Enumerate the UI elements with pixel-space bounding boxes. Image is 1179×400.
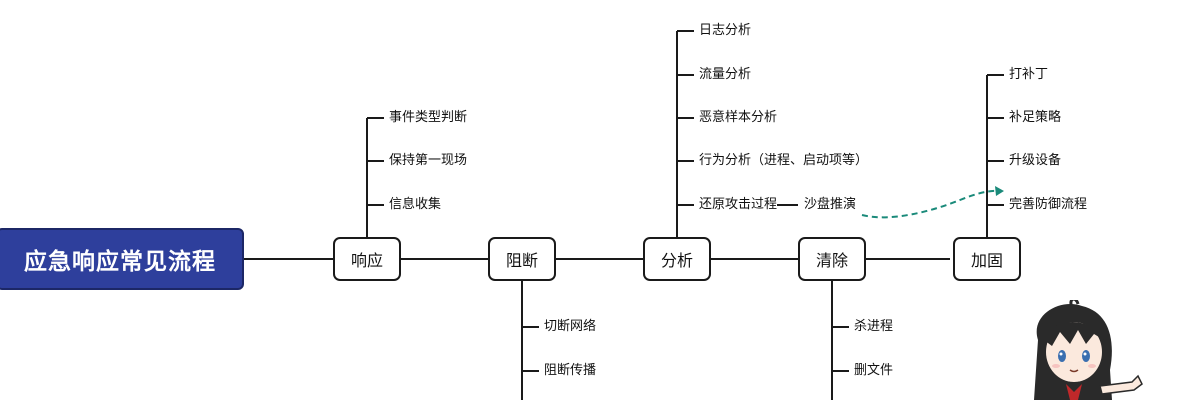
stage-node-harden[interactable]: 加固 <box>953 237 1021 281</box>
dashed-arrow <box>861 189 1001 219</box>
leaf-event-type[interactable]: 事件类型判断 <box>389 110 468 125</box>
leaf-delete-file[interactable]: 删文件 <box>854 363 894 378</box>
leaf-sandbox[interactable]: 沙盘推演 <box>804 197 857 212</box>
leaf-keep-scene[interactable]: 保持第一现场 <box>389 153 468 168</box>
arrowhead-icon <box>995 186 1004 196</box>
stage-node-clear[interactable]: 清除 <box>798 237 866 281</box>
leaf-traffic-analysis[interactable]: 流量分析 <box>699 67 752 82</box>
leaf-restore-attack[interactable]: 还原攻击过程 <box>699 197 778 212</box>
leaf-info-collect[interactable]: 信息收集 <box>389 197 442 212</box>
leaf-policy[interactable]: 补足策略 <box>1009 110 1062 125</box>
mascot-illustration <box>1034 300 1143 400</box>
leaf-improve-defense[interactable]: 完善防御流程 <box>1009 197 1088 212</box>
leaf-malware-analysis[interactable]: 恶意样本分析 <box>699 110 778 125</box>
leaf-cut-network[interactable]: 切断网络 <box>544 319 597 334</box>
leaf-patch[interactable]: 打补丁 <box>1009 67 1049 82</box>
leaf-upgrade-device[interactable]: 升级设备 <box>1009 153 1062 168</box>
stage-node-respond[interactable]: 响应 <box>333 237 401 281</box>
root-node[interactable]: 应急响应常见流程 <box>0 228 244 290</box>
leaf-kill-process[interactable]: 杀进程 <box>854 319 894 334</box>
leaf-block-spread[interactable]: 阻断传播 <box>544 363 597 378</box>
leaf-behavior-analysis[interactable]: 行为分析（进程、启动项等） <box>699 153 869 168</box>
stage-node-block[interactable]: 阻断 <box>488 237 556 281</box>
stage-node-analyze[interactable]: 分析 <box>643 237 711 281</box>
leaf-log-analysis[interactable]: 日志分析 <box>699 23 752 38</box>
